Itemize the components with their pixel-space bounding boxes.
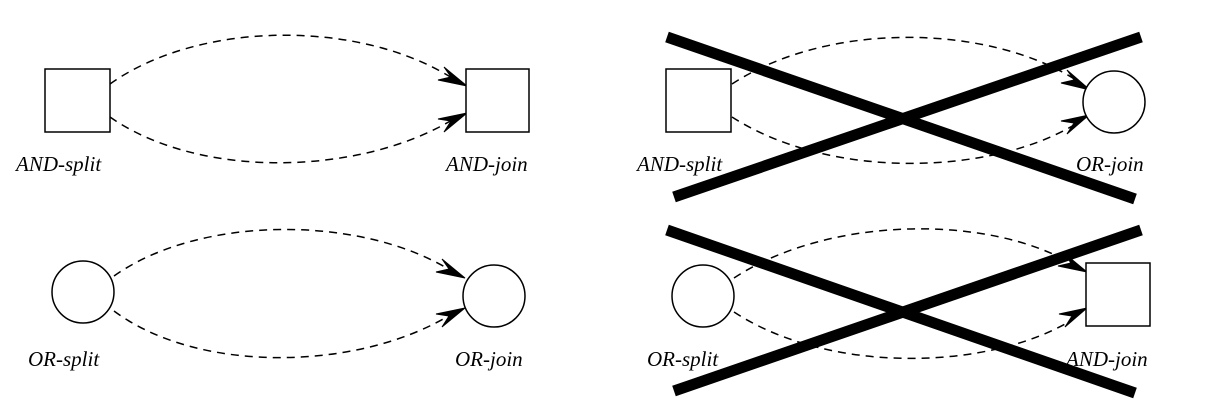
edge-upper-and-and [109, 34, 453, 85]
arrowhead-lower-or-and [1058, 307, 1088, 328]
panel-and-split-and-join: AND-split AND-join [14, 34, 530, 176]
edge-lower-and-or [731, 116, 1075, 165]
arrowhead-lower-or-or [435, 307, 466, 328]
or-join-node [462, 264, 526, 328]
and-join-label-invalid: AND-join [1064, 347, 1148, 371]
cross-line-up [672, 224, 1143, 397]
arrowhead-upper-and-or [1060, 69, 1091, 91]
and-join-node-invalid [1085, 262, 1151, 327]
or-join-node-invalid [1082, 70, 1146, 134]
arrowhead-upper-and-and [437, 66, 468, 87]
edge-lower-and-and [109, 116, 453, 164]
and-split-node [44, 68, 111, 133]
and-join-node [465, 68, 530, 133]
or-split-node-invalid [671, 264, 735, 328]
and-join-label: AND-join [444, 152, 528, 176]
arrowhead-lower-and-or [1060, 114, 1090, 135]
arrowhead-upper-or-or [435, 258, 466, 279]
and-split-label-invalid: AND-split [635, 152, 723, 176]
edge-upper-and-or [731, 36, 1077, 85]
cross-line-up [672, 31, 1143, 203]
panel-and-split-or-join-invalid: AND-split OR-join [635, 31, 1146, 205]
or-split-label-invalid: OR-split [647, 347, 719, 371]
and-split-node-invalid [665, 68, 732, 133]
or-split-node [51, 260, 115, 324]
edge-lower-or-and [733, 311, 1073, 360]
and-split-label: AND-split [14, 152, 102, 176]
panel-or-split-or-join: OR-split OR-join [28, 228, 526, 371]
edge-upper-or-and [733, 228, 1073, 279]
panel-or-split-and-join-invalid: OR-split AND-join [647, 224, 1151, 399]
or-split-label: OR-split [28, 347, 100, 371]
arrowhead-lower-and-and [437, 112, 468, 133]
edge-upper-or-or [113, 228, 451, 277]
or-join-label-invalid: OR-join [1076, 152, 1144, 176]
or-join-label: OR-join [455, 347, 523, 371]
edge-lower-or-or [113, 310, 451, 359]
